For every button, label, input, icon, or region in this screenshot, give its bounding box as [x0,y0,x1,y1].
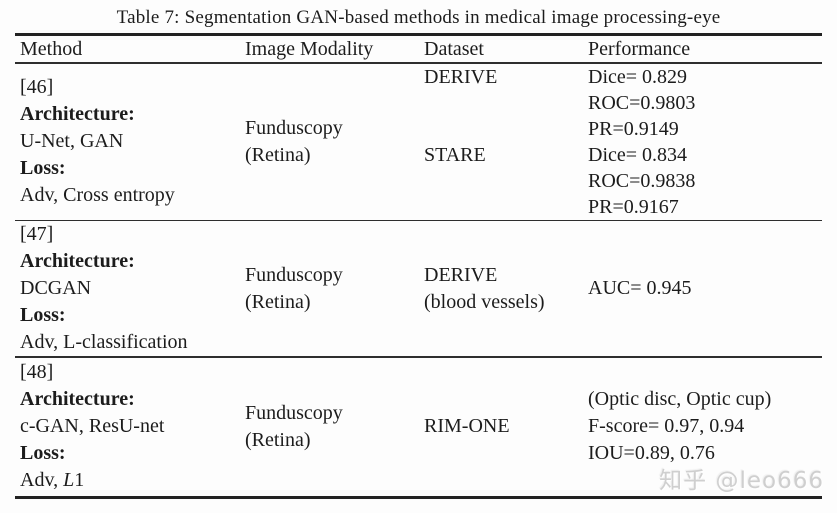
performance-cell-ref48: (Optic disc, Optic cup) F-score= 0.97, 0… [588,358,822,496]
dataset-name: DERIVE [424,65,498,88]
modality-line: (Retina) [245,428,311,451]
loss-label: Loss: [20,157,66,179]
loss-value: Adv, L-classification [20,331,188,353]
performance-cell-ref46: Dice= 0.829 ROC=0.9803 PR=0.9149 Dice= 0… [588,64,822,220]
table-top-rule [15,33,822,36]
architecture-label: Architecture: [20,388,135,410]
modality-cell-ref47: Funduscopy (Retina) [245,221,424,356]
table-row-ref46: [46] Architecture: U-Net, GAN Loss: Adv,… [15,64,822,220]
citation-ref: [47] [20,223,54,245]
metric-line: PR=0.9149 [588,117,679,140]
metric-line: Dice= 0.834 [588,143,688,166]
loss-label: Loss: [20,304,66,326]
spacer [424,168,588,194]
loss-math-symbol: L [63,469,75,491]
table-caption: Table 7: Segmentation GAN-based methods … [116,7,721,28]
loss-value: Adv, L1 [20,467,245,494]
col-header-image-modality: Image Modality [245,37,374,60]
architecture-value: U-Net, GAN [20,130,124,152]
architecture-value: DCGAN [20,277,92,299]
col-header-performance: Performance [588,37,691,60]
modality-line: Funduscopy [245,116,343,139]
dataset-cell-ref48: RIM-ONE [424,358,588,496]
metric-line: F-score= 0.97, 0.94 [588,415,745,437]
performance-cell-ref47: AUC= 0.945 [588,221,822,356]
citation-ref: [48] [20,361,54,383]
modality-line: Funduscopy [245,263,343,286]
table-row-ref47: [47] Architecture: DCGAN Loss: Adv, L-cl… [15,221,822,356]
architecture-label: Architecture: [20,103,135,125]
col-header-method: Method [20,37,83,60]
metric-line: (Optic disc, Optic cup) [588,388,772,410]
modality-line: (Retina) [245,143,311,166]
architecture-value: c-GAN, ResU-net [20,415,165,437]
metric-line: Dice= 0.829 [588,65,688,88]
table: Method Image Modality Dataset Performanc… [15,33,822,499]
loss-text: 1 [74,469,85,491]
method-cell-ref47: [47] Architecture: DCGAN Loss: Adv, L-cl… [15,221,245,356]
loss-label: Loss: [20,442,66,464]
spacer [424,116,588,142]
table-header-row: Method Image Modality Dataset Performanc… [15,36,822,62]
modality-cell-ref48: Funduscopy (Retina) [245,358,424,496]
dataset-name: DERIVE [424,263,498,286]
header-bottom-rule [15,62,822,64]
col-header-dataset: Dataset [424,37,484,60]
spacer [424,90,588,116]
loss-text: Adv, [20,469,64,491]
metric-line: AUC= 0.945 [588,277,692,299]
table-row-ref48: [48] Architecture: c-GAN, ResU-net Loss:… [15,358,822,496]
metric-line: ROC=0.9803 [588,91,696,114]
method-cell-ref46: [46] Architecture: U-Net, GAN Loss: Adv,… [15,64,245,220]
dataset-cell-ref46: DERIVE STARE [424,64,588,220]
metric-line: ROC=0.9838 [588,169,696,192]
modality-cell-ref46: Funduscopy (Retina) [245,64,424,220]
watermark: 知乎 @leo666 [659,468,824,494]
dataset-cell-ref47: DERIVE (blood vessels) [424,221,588,356]
method-cell-ref48: [48] Architecture: c-GAN, ResU-net Loss:… [15,358,245,496]
loss-value: Adv, Cross entropy [20,184,175,206]
metric-line: IOU=0.89, 0.76 [588,442,715,464]
modality-line: Funduscopy [245,401,343,424]
citation-ref: [46] [20,76,54,98]
dataset-name: (blood vessels) [424,290,545,313]
architecture-label: Architecture: [20,250,135,272]
metric-line: PR=0.9167 [588,195,679,218]
row-separator-rule [15,356,822,358]
dataset-name: RIM-ONE [424,415,510,437]
modality-line: (Retina) [245,290,311,313]
dataset-name: STARE [424,143,486,166]
row-separator-rule [15,219,822,221]
spacer [424,194,588,220]
table-bottom-rule [15,495,822,499]
